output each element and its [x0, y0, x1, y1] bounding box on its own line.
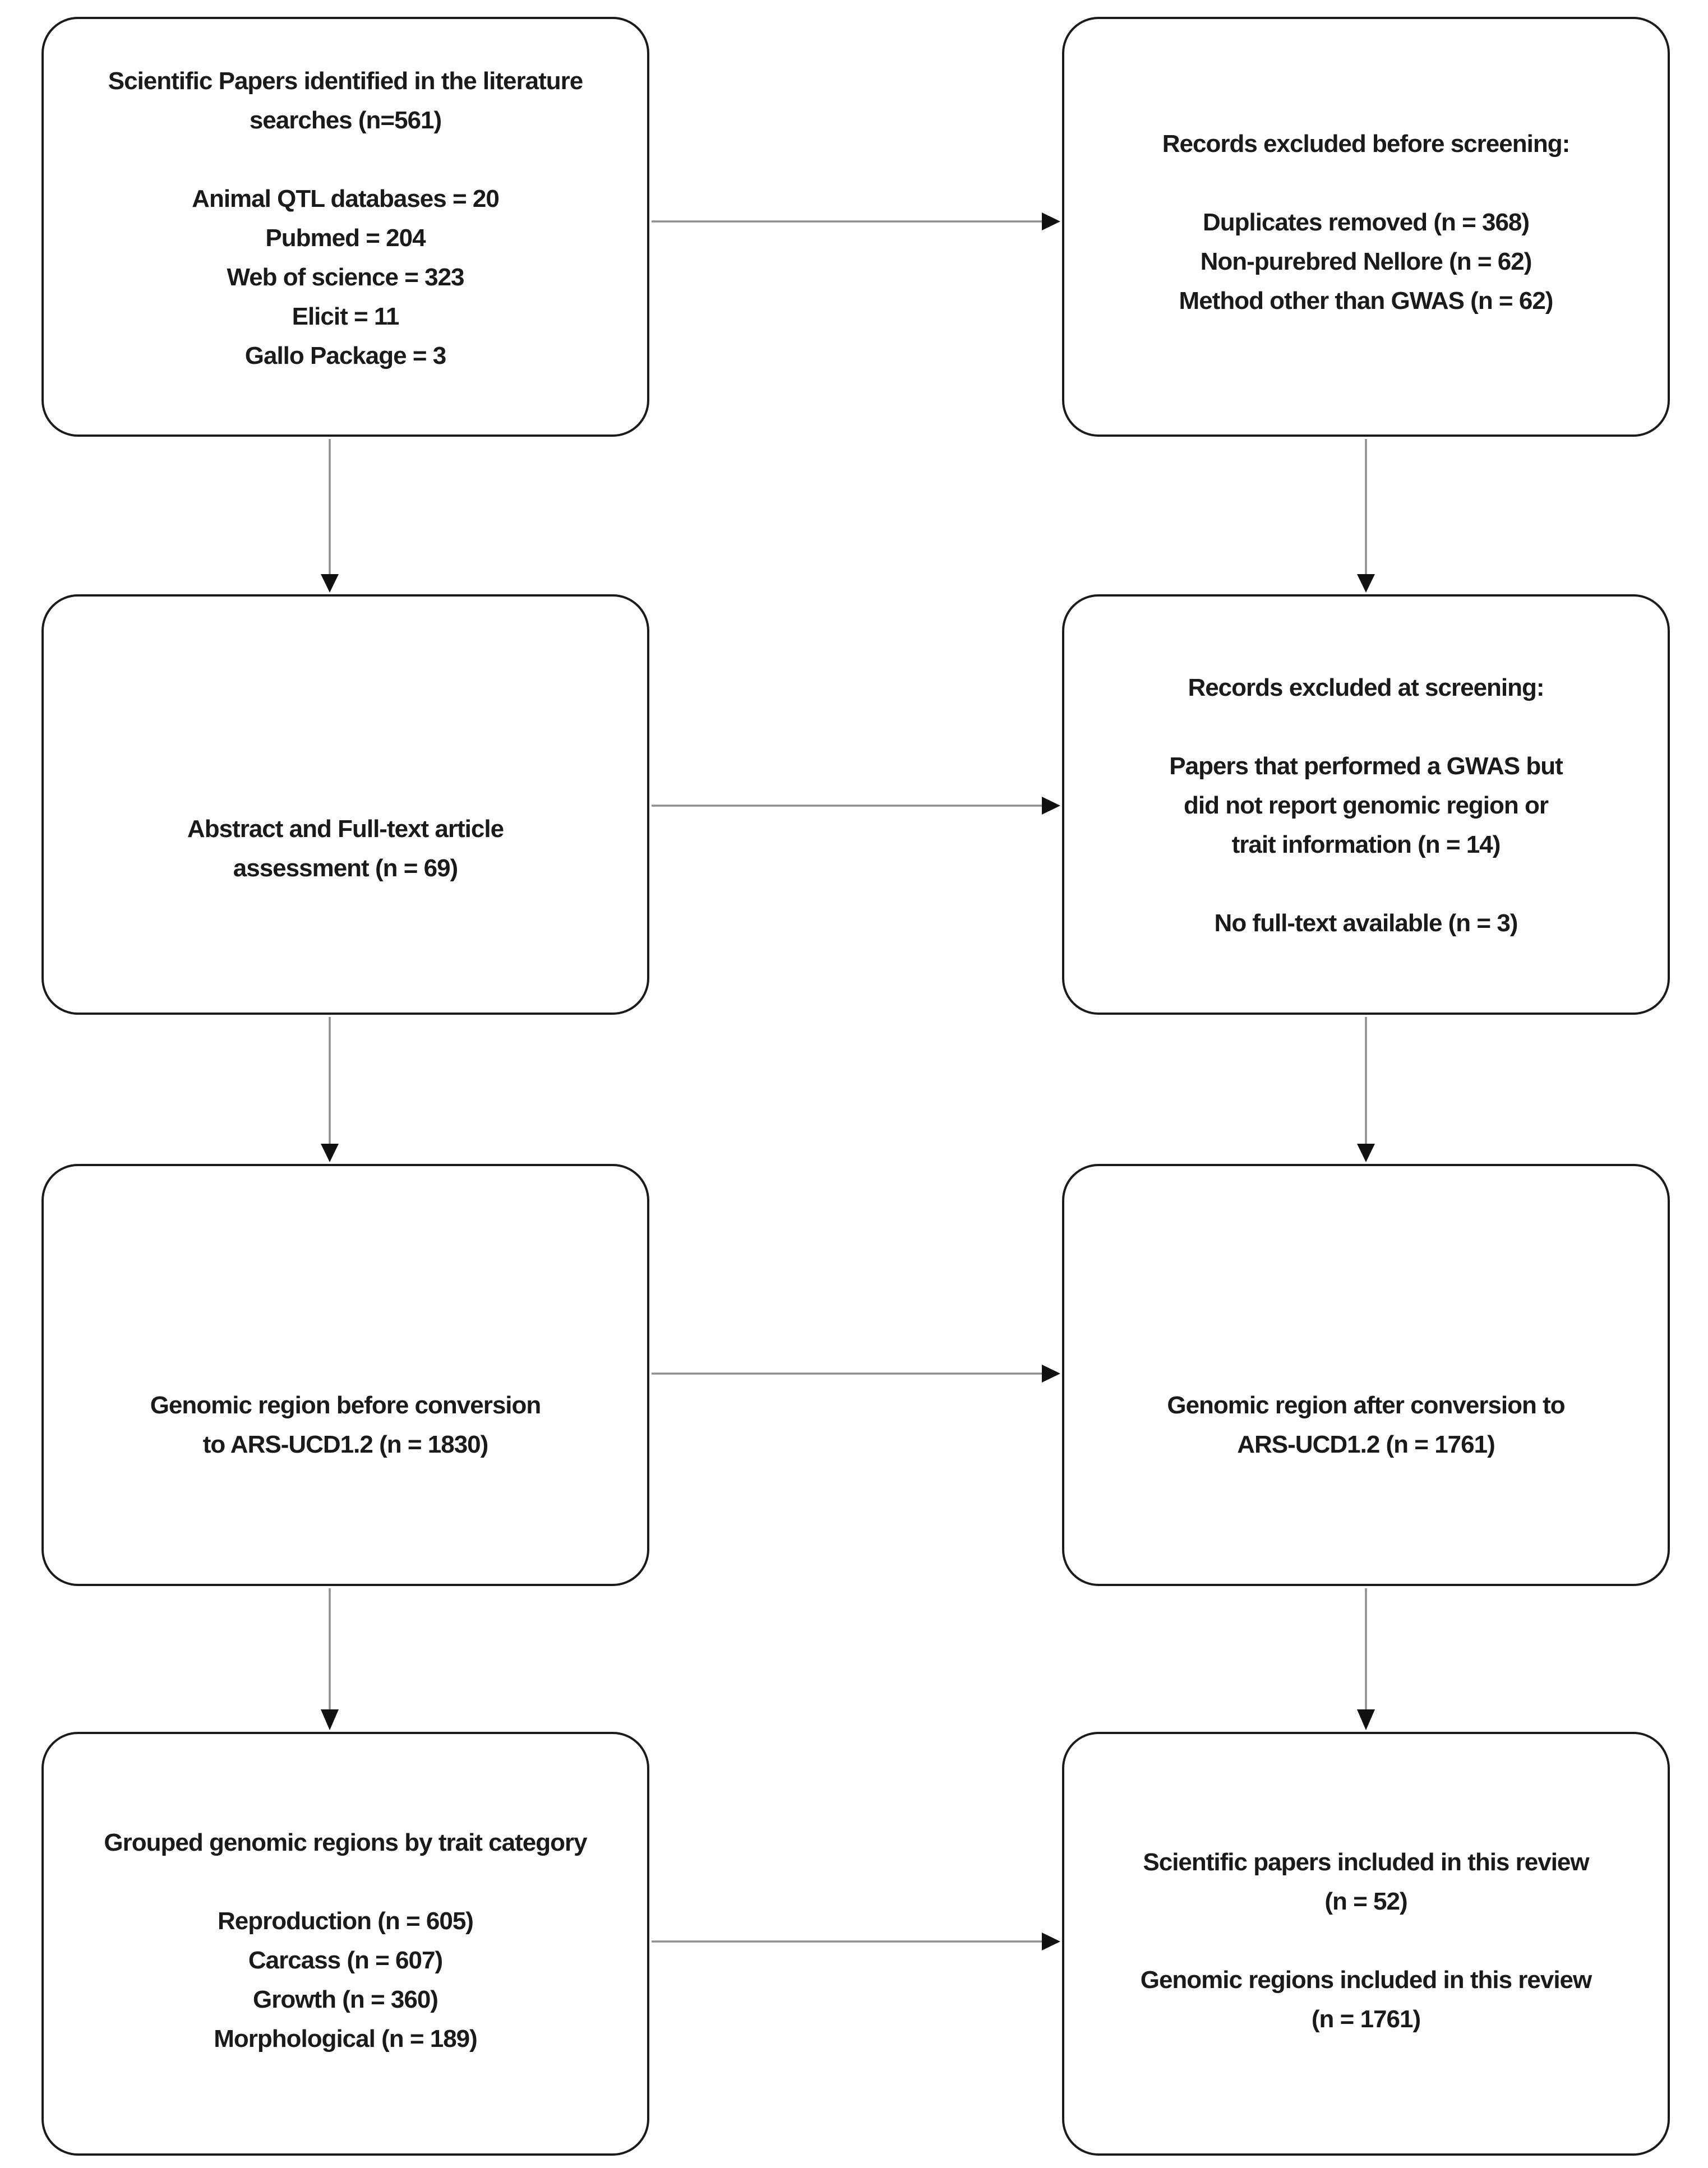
- text-line: searches (n=561): [249, 107, 442, 134]
- box-included-in-review: Scientific papers included in this revie…: [1062, 1732, 1670, 2156]
- text-line: ARS-UCD1.2 (n = 1761): [1237, 1431, 1495, 1458]
- box-region-after-conversion-title: Genomic region after conversion to ARS-U…: [1078, 1386, 1654, 1464]
- box-excluded-at-screening-content: Records excluded at screening: Papers th…: [1064, 597, 1668, 943]
- box-region-after-conversion-content: Genomic region after conversion to ARS-U…: [1064, 1166, 1668, 1464]
- text-line: to ARS-UCD1.2 (n = 1830): [202, 1431, 489, 1458]
- text-line: did not report genomic region or: [1184, 792, 1549, 819]
- arrow-before-conversion-to-after-conversion-icon: [652, 1365, 1060, 1383]
- text-line: Method other than GWAS (n = 62): [1179, 287, 1554, 315]
- text-line: Genomic region before conversion: [150, 1392, 542, 1419]
- text-line: Pubmed = 204: [265, 224, 426, 252]
- box-region-before-conversion-title: Genomic region before conversion to ARS-…: [57, 1386, 634, 1464]
- arrow-assessment-to-excluded-at-screening-icon: [652, 797, 1060, 815]
- box-identification-title: Scientific Papers identified in the lite…: [57, 62, 634, 140]
- arrow-assessment-to-before-conversion-icon: [321, 1017, 339, 1162]
- box-excluded-at-screening-title: Records excluded at screening:: [1078, 668, 1654, 708]
- text-line: Duplicates removed (n = 368): [1202, 209, 1530, 236]
- text-line: Carcass (n = 607): [248, 1947, 443, 1974]
- box-excluded-at-screening: Records excluded at screening: Papers th…: [1062, 594, 1670, 1015]
- text-line: Scientific papers included in this revie…: [1143, 1848, 1589, 1876]
- text-line: Morphological (n = 189): [214, 2025, 478, 2053]
- text-line: Gallo Package = 3: [244, 342, 446, 369]
- box-abstract-fulltext-assessment-title: Abstract and Full-text article assessmen…: [57, 810, 634, 888]
- text-line: (n = 52): [1324, 1888, 1407, 1915]
- box-identification: Scientific Papers identified in the lite…: [41, 17, 649, 437]
- box-abstract-fulltext-assessment-content: Abstract and Full-text article assessmen…: [44, 597, 647, 888]
- arrow-grouped-to-included-icon: [652, 1933, 1060, 1950]
- box-excluded-at-screening-reason-2: No full-text available (n = 3): [1078, 904, 1654, 943]
- text-line: Grouped genomic regions by trait categor…: [104, 1829, 587, 1856]
- text-line: Web of science = 323: [227, 264, 464, 291]
- text-line: Papers that performed a GWAS but: [1169, 752, 1563, 780]
- text-line: Non-purebred Nellore (n = 62): [1200, 248, 1532, 275]
- box-grouped-by-trait-category-content: Grouped genomic regions by trait categor…: [44, 1734, 647, 2059]
- text-line: No full-text available (n = 3): [1214, 909, 1518, 937]
- arrow-identification-to-excluded-before-icon: [652, 212, 1060, 230]
- arrow-excluded-before-to-excluded-at-icon: [1357, 439, 1375, 593]
- arrow-after-conversion-to-included-icon: [1357, 1588, 1375, 1730]
- box-excluded-before-screening-title: Records excluded before screening:: [1078, 124, 1654, 164]
- box-identification-sources: Animal QTL databases = 20 Pubmed = 204 W…: [57, 179, 634, 376]
- text-line: Scientific Papers identified in the lite…: [108, 67, 583, 95]
- box-included-in-review-papers: Scientific papers included in this revie…: [1078, 1843, 1654, 1921]
- box-abstract-fulltext-assessment: Abstract and Full-text article assessmen…: [41, 594, 649, 1015]
- text-line: Records excluded before screening:: [1162, 130, 1570, 158]
- text-line: Elicit = 11: [292, 303, 400, 330]
- box-excluded-before-screening-reasons: Duplicates removed (n = 368) Non-purebre…: [1078, 203, 1654, 321]
- arrow-excluded-at-to-after-conversion-icon: [1357, 1017, 1375, 1162]
- text-line: Reproduction (n = 605): [218, 1907, 474, 1935]
- text-line: Animal QTL databases = 20: [192, 185, 500, 212]
- text-line: Abstract and Full-text article: [187, 815, 504, 843]
- box-grouped-by-trait-category: Grouped genomic regions by trait categor…: [41, 1732, 649, 2156]
- arrow-identification-to-assessment-icon: [321, 439, 339, 593]
- box-included-in-review-content: Scientific papers included in this revie…: [1064, 1734, 1668, 2039]
- box-identification-content: Scientific Papers identified in the lite…: [44, 19, 647, 376]
- text-line: Genomic regions included in this review: [1140, 1966, 1592, 1994]
- text-line: Growth (n = 360): [253, 1986, 438, 2013]
- box-excluded-at-screening-reason-1: Papers that performed a GWAS but did not…: [1078, 747, 1654, 865]
- text-line: (n = 1761): [1311, 2005, 1421, 2033]
- box-excluded-before-screening-content: Records excluded before screening: Dupli…: [1064, 19, 1668, 321]
- text-line: assessment (n = 69): [233, 854, 458, 882]
- arrow-before-conversion-to-grouped-icon: [321, 1588, 339, 1730]
- text-line: Genomic region after conversion to: [1167, 1392, 1565, 1419]
- box-region-before-conversion: Genomic region before conversion to ARS-…: [41, 1164, 649, 1586]
- box-region-before-conversion-content: Genomic region before conversion to ARS-…: [44, 1166, 647, 1464]
- text-line: trait information (n = 14): [1231, 831, 1501, 858]
- box-region-after-conversion: Genomic region after conversion to ARS-U…: [1062, 1164, 1670, 1586]
- box-excluded-before-screening: Records excluded before screening: Dupli…: [1062, 17, 1670, 437]
- text-line: Records excluded at screening:: [1188, 674, 1544, 701]
- box-included-in-review-regions: Genomic regions included in this review …: [1078, 1961, 1654, 2039]
- box-grouped-by-trait-category-title: Grouped genomic regions by trait categor…: [57, 1823, 634, 1862]
- box-grouped-by-trait-category-list: Reproduction (n = 605) Carcass (n = 607)…: [57, 1902, 634, 2059]
